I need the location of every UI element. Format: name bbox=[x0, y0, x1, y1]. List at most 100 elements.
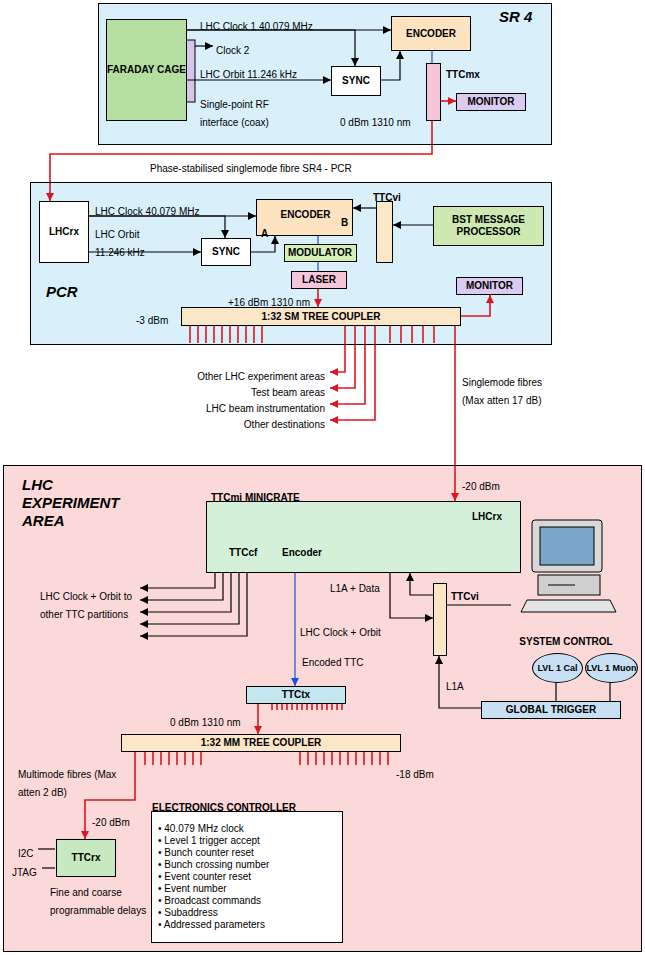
signal-line bbox=[390, 573, 433, 618]
optical-fibre bbox=[317, 289, 319, 307]
module-label: LASER bbox=[302, 274, 336, 286]
connector-label: LHC Clock + Orbit bbox=[300, 627, 381, 638]
module-label: 1:32 SM TREE COUPLER bbox=[262, 311, 381, 323]
fibre-stub bbox=[347, 750, 349, 765]
list-item: • 40.079 MHz clock bbox=[158, 823, 244, 835]
text-holder: PCR bbox=[46, 283, 78, 301]
module-box: ENCODERAB bbox=[256, 199, 353, 236]
signal-line bbox=[439, 656, 481, 708]
connector-label: Phase-stabilised singlemode fibre SR4 - … bbox=[150, 163, 352, 174]
module-label: Encoder bbox=[282, 547, 322, 558]
module-label: TTCtx bbox=[282, 689, 310, 701]
annotation-holder: LHC Clock + Orbit to other TTC partition… bbox=[40, 586, 135, 622]
text-holder: ENCODER bbox=[257, 204, 354, 222]
annotation: Other destinations bbox=[244, 419, 325, 430]
module-label: MODULATOR bbox=[288, 247, 352, 259]
text-holder: TTCmi MINICRATE bbox=[211, 487, 300, 505]
connector-label-holder: LHC Clock 1 40.079 MHz bbox=[200, 16, 313, 34]
text-holder: TTCmx bbox=[446, 64, 480, 82]
partition-line bbox=[140, 572, 247, 636]
fibre-stub bbox=[387, 750, 389, 765]
annotation-holder: -20 dBm bbox=[92, 812, 130, 830]
optical-fibre bbox=[85, 752, 135, 839]
trigger-ellipse: LVL 1 Cal bbox=[532, 653, 583, 683]
module-box: MONITOR bbox=[456, 277, 523, 295]
signal-line bbox=[447, 604, 511, 605]
area-title: LHC EXPERIMENT AREA bbox=[22, 476, 120, 529]
annotation-holder: -20 dBm bbox=[462, 476, 500, 494]
area-title: PCR bbox=[46, 283, 78, 300]
annotation: Test beam areas bbox=[251, 387, 325, 398]
fibre-stub bbox=[299, 750, 301, 765]
fibre-stub bbox=[355, 750, 357, 765]
connector-label: Multimode fibres (Max atten 2 dB) bbox=[18, 769, 116, 798]
module-label: LVL 1 Cal bbox=[537, 663, 577, 674]
text-holder: LHC EXPERIMENT AREA bbox=[22, 476, 142, 530]
fibre-stub bbox=[237, 325, 239, 343]
bus-line bbox=[42, 867, 55, 868]
module-label: TTCcf bbox=[229, 547, 257, 558]
text-holder: ELECTRONICS CONTROLLER bbox=[152, 797, 296, 815]
module-label: 1:32 MM TREE COUPLER bbox=[201, 737, 322, 749]
connector-label-holder: Phase-stabilised singlemode fibre SR4 - … bbox=[150, 158, 352, 176]
fibre-stub bbox=[371, 750, 373, 765]
list-item: • Subaddress bbox=[158, 907, 218, 919]
annotation-holder: 0 dBm 1310 nm bbox=[340, 112, 411, 130]
module-box: SYNC bbox=[201, 238, 251, 266]
module-box: ENCODER bbox=[391, 16, 471, 51]
module-label: LHCrx bbox=[472, 511, 502, 522]
signal-line bbox=[353, 207, 376, 208]
text-holder: Encoder bbox=[282, 542, 322, 560]
list-item: • Bunch crossing number bbox=[158, 859, 269, 871]
fibre-stub bbox=[144, 750, 146, 765]
module-bar: TTCvi bbox=[433, 583, 447, 656]
connector-label-holder: LHC Orbit 11.246 kHz bbox=[95, 224, 165, 260]
module-label: LHCrx bbox=[49, 226, 79, 238]
fibre-stub bbox=[315, 750, 317, 765]
list-item: • Event counter reset bbox=[158, 871, 251, 883]
fibre-destination bbox=[330, 325, 375, 420]
encoded-link bbox=[431, 51, 432, 63]
optical-fibre bbox=[454, 326, 456, 501]
connector-label: Singlemode fibres (Max atten 17 dB) bbox=[462, 377, 542, 406]
annotation: Clock 2 bbox=[216, 45, 249, 56]
annotation-holder: -18 dBm bbox=[396, 764, 434, 782]
fibre-stub bbox=[323, 750, 325, 765]
annotation: Fine and coarse programmable delays bbox=[50, 887, 146, 916]
fibre-stub bbox=[168, 750, 170, 765]
connector-label-holder: LHC Clock + Orbit bbox=[300, 622, 381, 640]
fibre-stub bbox=[331, 750, 333, 765]
fibre-stub bbox=[221, 325, 223, 343]
list-item: • Addressed parameters bbox=[158, 919, 265, 931]
partition-line bbox=[140, 572, 239, 624]
list-item: • Bunch counter reset bbox=[158, 847, 254, 859]
fibre-stub bbox=[176, 750, 178, 765]
annotation-holder: Other LHC experiment areas bbox=[175, 366, 325, 384]
connector-label-holder: Multimode fibres (Max atten 2 dB) bbox=[18, 764, 130, 800]
module-box: GLOBAL TRIGGER bbox=[481, 701, 621, 719]
fibre-stub bbox=[189, 325, 191, 343]
fibre-stub bbox=[197, 325, 199, 343]
annotation-holder: +16 dBm 1310 nm bbox=[228, 292, 310, 310]
fibre-destination bbox=[330, 325, 365, 404]
module-label: ELECTRONICS CONTROLLER bbox=[152, 802, 296, 813]
area-ground bbox=[30, 182, 552, 345]
annotation: -20 dBm bbox=[92, 817, 130, 828]
connector-label-holder: LHC Clock 40.079 MHz bbox=[95, 201, 199, 219]
list-item: • Broadcast commands bbox=[158, 895, 261, 907]
annotation: Other LHC experiment areas bbox=[197, 371, 325, 382]
annotation-holder: JTAG bbox=[12, 862, 37, 880]
module-label: SYNC bbox=[212, 246, 240, 258]
annotation-holder: Single-point RF interface (coax) bbox=[200, 94, 310, 130]
partition-line bbox=[140, 572, 215, 588]
annotation: JTAG bbox=[12, 867, 37, 878]
monitor-body bbox=[532, 520, 602, 572]
connector-label-holder: L1A bbox=[446, 676, 464, 694]
fibre-stub bbox=[200, 750, 202, 765]
module-label: LVL 1 Muon bbox=[586, 663, 636, 674]
fibre-stub bbox=[213, 325, 215, 343]
module-box: 1:32 SM TREE COUPLER bbox=[181, 307, 461, 326]
area-region: SR 4FARADAY CAGEENCODERSYNCTTCmxMONITOR bbox=[98, 3, 552, 145]
text-holder: LHCrx bbox=[472, 506, 502, 524]
